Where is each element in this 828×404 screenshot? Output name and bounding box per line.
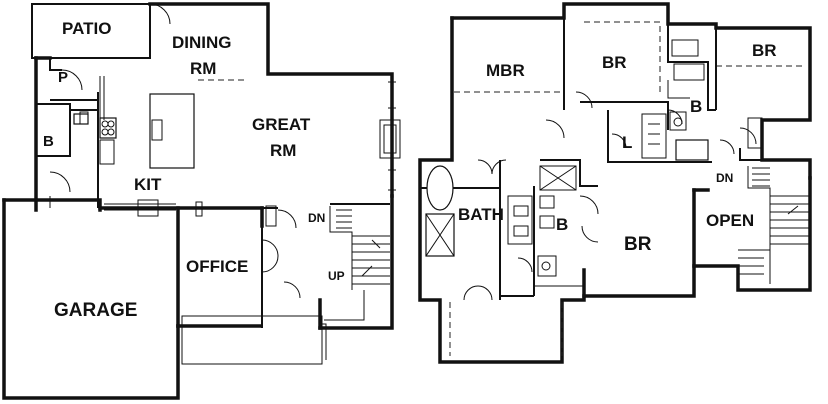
upper-closets — [667, 39, 763, 149]
laundry-label: L — [622, 133, 632, 152]
br1-label: BR — [602, 53, 627, 72]
service-walls — [36, 58, 117, 208]
master-bath-label: BATH — [458, 205, 504, 224]
pantry-label: P — [58, 69, 68, 86]
entry-hood — [49, 196, 96, 208]
kitchen-label: KIT — [134, 175, 162, 194]
bath3-label: B — [556, 215, 568, 234]
upper-floor: MBR BR BR B L BATH B BR OPEN DN — [418, 2, 812, 364]
kitchen-counter — [104, 199, 203, 217]
garage-label: GARAGE — [54, 300, 137, 321]
patio-label: PATIO — [62, 19, 111, 38]
office-doors — [261, 209, 301, 328]
lower-stair-up-label: UP — [328, 269, 345, 283]
master-bath-fixtures — [425, 165, 584, 287]
lower-outer-walls — [34, 2, 394, 330]
kitchen-island — [149, 93, 195, 169]
lower-stair-dn-label: DN — [308, 211, 325, 225]
lower-stairs — [262, 203, 390, 321]
br2-label: BR — [752, 41, 777, 60]
br3-label: BR — [624, 234, 652, 255]
patio-outline — [31, 3, 151, 59]
open-label: OPEN — [706, 211, 754, 230]
great-room-label-line2: RM — [270, 141, 296, 160]
dining-walls — [99, 3, 248, 120]
upper-stair-dn-label: DN — [716, 171, 733, 185]
bath2-label: B — [690, 97, 702, 116]
bath-label: B — [43, 133, 54, 150]
lower-floor: PATIO DINING RM P B GREAT RM KIT OFFICE … — [2, 2, 401, 400]
great-room-label: GREAT — [252, 115, 311, 134]
dining-label: DINING — [172, 33, 232, 52]
garage — [2, 198, 327, 400]
upper-doors — [463, 91, 757, 301]
mbr-label: MBR — [486, 61, 525, 80]
upper-inner-walls — [420, 18, 762, 300]
window-ticks — [388, 81, 396, 191]
upper-stairs — [738, 159, 810, 284]
bath2-fixtures — [641, 111, 709, 161]
dining-label-line2: RM — [190, 59, 216, 78]
fireplace — [379, 119, 401, 159]
office-label: OFFICE — [186, 257, 248, 276]
ceiling-dashes — [449, 21, 806, 356]
